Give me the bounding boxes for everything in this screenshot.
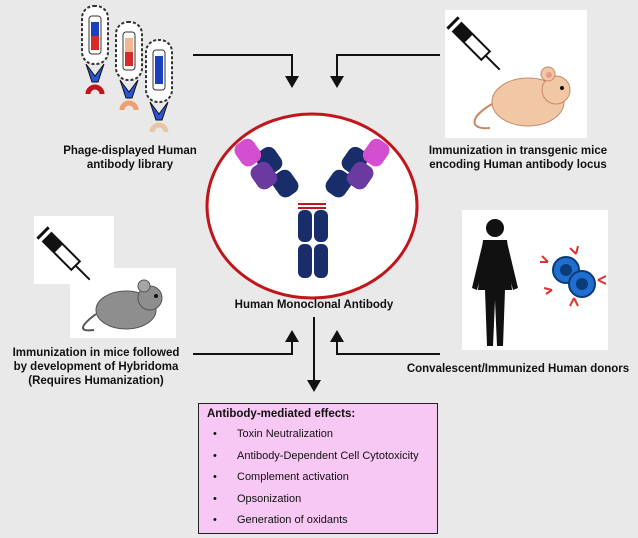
- label-human-donors: Convalescent/Immunized Human donors: [406, 363, 630, 375]
- arrow-from-hybridoma: [193, 330, 299, 355]
- bullet-icon: •: [213, 471, 217, 483]
- label-transgenic-mice: Immunization in transgenic mice encoding…: [428, 145, 608, 171]
- arrow-to-effects: [307, 317, 321, 392]
- bullet-icon: •: [213, 514, 217, 526]
- effect-item: • Complement activation: [207, 467, 429, 489]
- syringe-icon: [446, 16, 501, 71]
- arrow-from-donors: [330, 330, 440, 355]
- transgenic-mouse-icon: [473, 66, 571, 130]
- syringe-icon-left: [36, 226, 91, 281]
- label-phage-library: Phage-displayed Human antibody library: [63, 145, 197, 171]
- effect-item-label: Complement activation: [237, 471, 349, 483]
- effect-item-label: Opsonization: [237, 492, 302, 505]
- arrow-from-phage: [193, 54, 299, 88]
- bullet-icon: •: [213, 449, 217, 462]
- effect-item: • Antibody-Dependent Cell Cytotoxicity: [207, 446, 429, 468]
- effects-title: Antibody-mediated effects:: [207, 408, 356, 420]
- effects-box: Antibody-mediated effects: • Toxin Neutra…: [198, 403, 438, 534]
- effect-item: • Opsonization: [207, 489, 429, 511]
- effect-item-label: Generation of oxidants: [237, 514, 348, 526]
- bullet-icon: •: [213, 428, 217, 440]
- arrow-from-transgenic: [330, 54, 440, 88]
- b-cells-icon: [540, 245, 607, 307]
- bullet-icon: •: [213, 492, 217, 505]
- label-human-monoclonal-antibody: Human Monoclonal Antibody: [234, 299, 394, 311]
- antibody-icon: [234, 138, 390, 278]
- effect-item: • Generation of oxidants: [207, 510, 429, 532]
- effect-item-label: Toxin Neutralization: [237, 428, 333, 440]
- effect-item-label: Antibody-Dependent Cell Cytotoxicity: [237, 449, 419, 462]
- effects-list: • Toxin Neutralization • Antibody-Dependen…: [207, 424, 429, 532]
- effect-item: • Toxin Neutralization: [207, 424, 429, 446]
- human-donor-icon: [472, 219, 518, 346]
- phage-library-icon: [81, 5, 173, 133]
- grey-mouse-icon: [82, 279, 163, 332]
- label-hybridoma: Immunization in mice followed by develop…: [12, 347, 180, 387]
